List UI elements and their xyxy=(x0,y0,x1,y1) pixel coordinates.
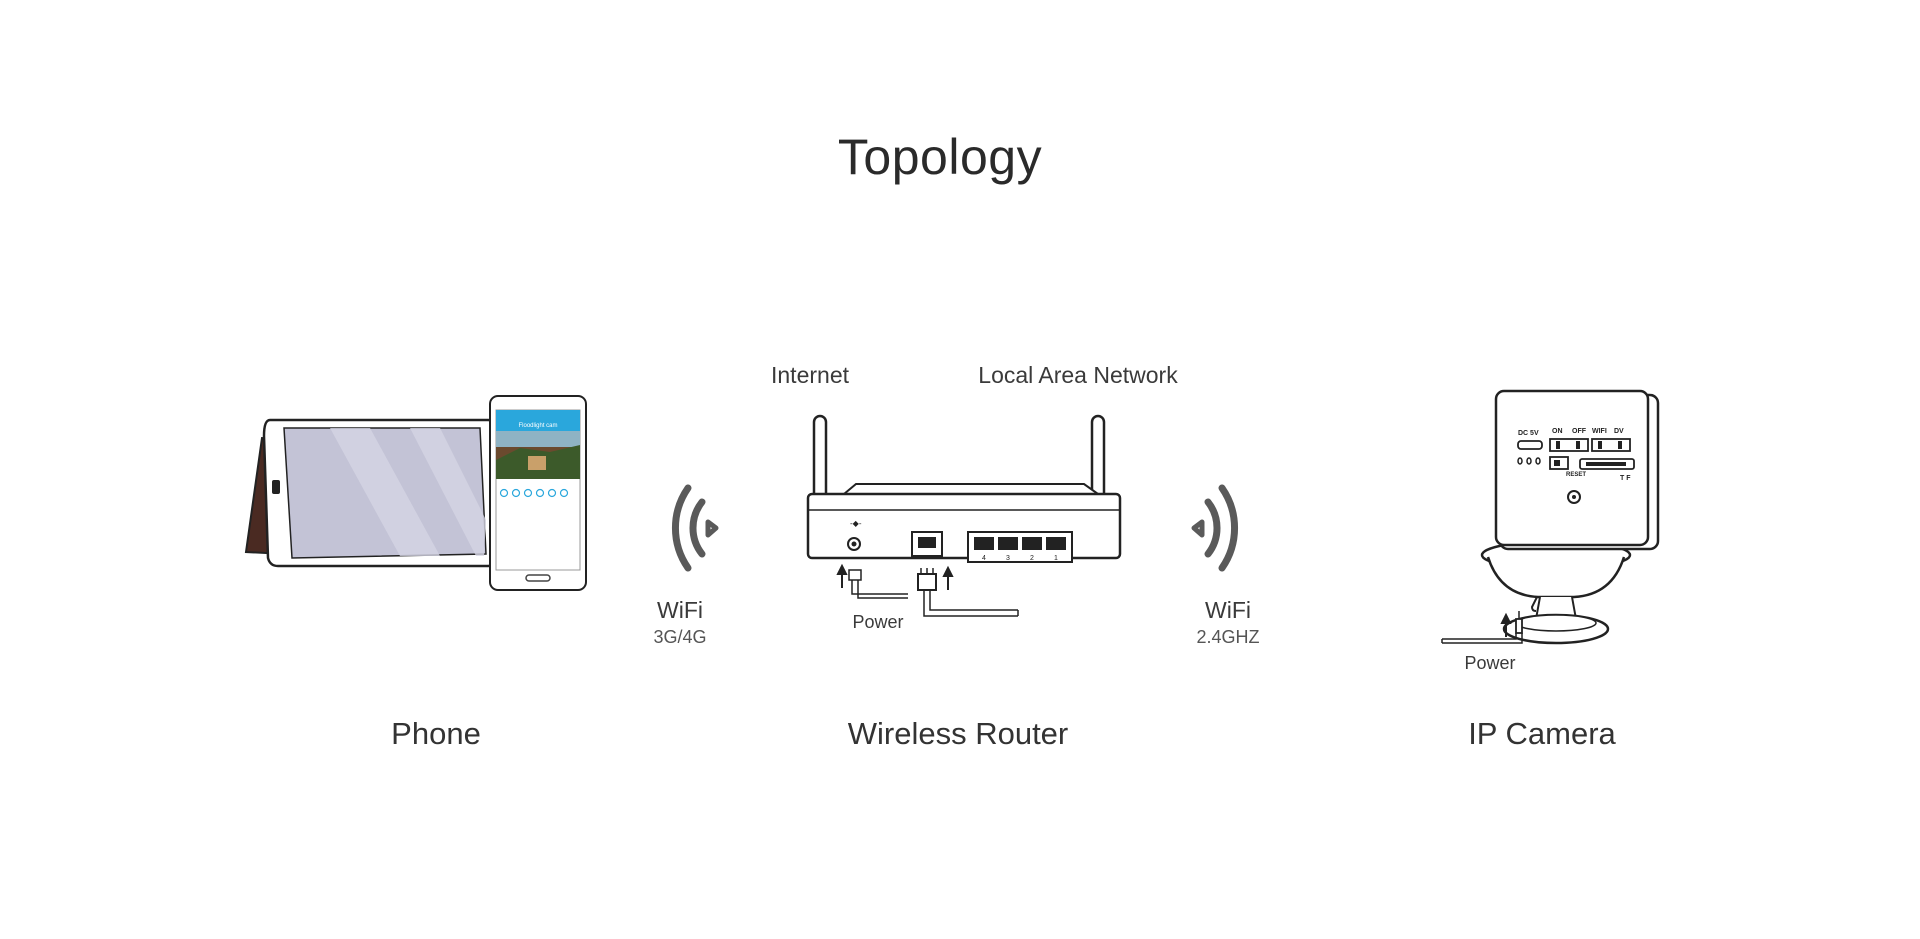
internet-label: Internet xyxy=(771,362,849,388)
phone-caption: Phone xyxy=(391,716,481,751)
svg-text:-◆-: -◆- xyxy=(850,519,862,528)
camera-indicator-leds xyxy=(1517,457,1541,465)
router-network-cable xyxy=(917,568,1019,617)
phone-app-bar xyxy=(496,417,580,431)
wifi-right-sub-label: 2.4GHZ xyxy=(1196,627,1260,647)
wifi-right-label: WiFi xyxy=(1205,597,1251,623)
router-caption: Wireless Router xyxy=(847,716,1069,751)
camera-power-cable xyxy=(1441,611,1523,644)
router-port-2: 2 xyxy=(1030,555,1034,562)
camera-on-label: ON xyxy=(1552,428,1563,435)
diagram-title: Topology xyxy=(837,129,1043,185)
router-network-arrow-icon xyxy=(942,565,954,590)
camera-tf-label: T F xyxy=(1620,475,1631,482)
camera-dc-label: DC 5V xyxy=(1518,430,1539,437)
camera-on-off-switch xyxy=(1549,438,1589,452)
camera-dv-label: DV xyxy=(1614,428,1624,435)
camera-power-arrow-icon xyxy=(1500,612,1512,637)
router-power-cable xyxy=(848,569,908,599)
camera-caption: IP Camera xyxy=(1468,716,1616,751)
tablet-camera-icon xyxy=(272,480,280,494)
router-port-1: 1 xyxy=(1054,555,1058,562)
router-illustration: -◆- 4 3 2 1 xyxy=(806,414,1122,617)
phone-control-icons xyxy=(499,488,569,498)
camera-reset-label: RESET xyxy=(1566,472,1586,478)
ip-camera-illustration: DC 5V ON OFF WIFI DV RESET T F xyxy=(1441,389,1660,645)
router-port-4: 4 xyxy=(982,555,986,562)
wifi-left-label: WiFi xyxy=(657,597,703,623)
router-port-3: 3 xyxy=(1006,555,1010,562)
phone-app-title: Floodlight cam xyxy=(518,423,557,429)
camera-mode-switch xyxy=(1591,438,1631,452)
camera-usb-port xyxy=(1517,440,1543,450)
phone-tablet-illustration: Floodlight cam xyxy=(244,395,587,591)
router-power-label: Power xyxy=(852,612,904,632)
wifi-signal-left-icon xyxy=(672,484,719,572)
camera-wifi-label: WIFI xyxy=(1592,428,1607,435)
router-power-arrow-icon xyxy=(836,563,848,588)
camera-off-label: OFF xyxy=(1572,428,1587,435)
lan-label: Local Area Network xyxy=(978,362,1178,388)
wifi-signal-right-icon xyxy=(1191,484,1238,572)
wifi-left-sub-label: 3G/4G xyxy=(653,627,707,647)
phone-home-button xyxy=(525,574,551,582)
camera-power-label: Power xyxy=(1464,653,1516,673)
